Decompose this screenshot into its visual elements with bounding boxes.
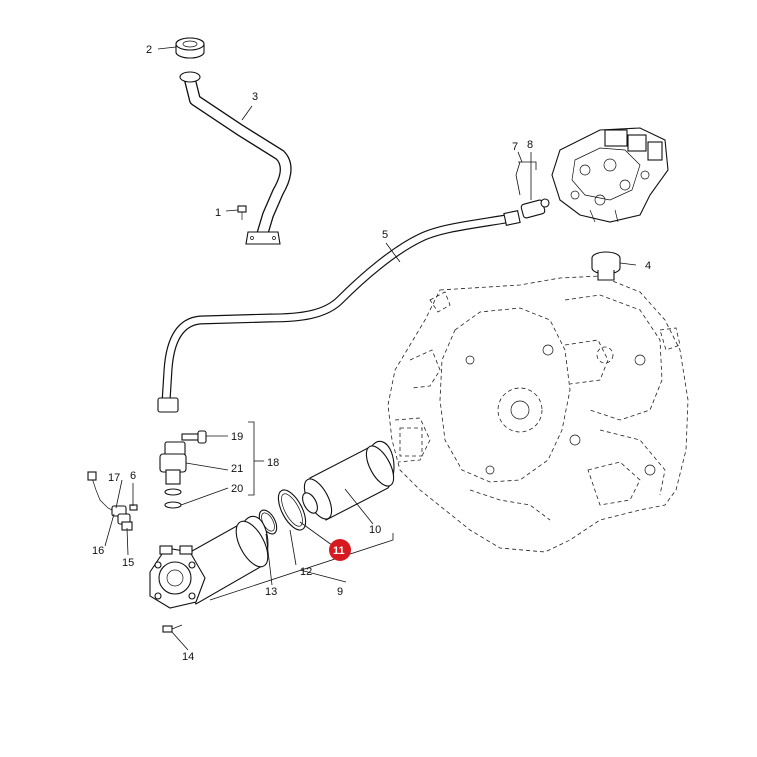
bolt-14	[162, 624, 183, 633]
adapter-assembly	[159, 430, 207, 509]
callout-3: 3	[252, 91, 258, 103]
callout-9: 9	[337, 586, 343, 598]
valve-block	[551, 127, 669, 223]
callout-labels: 1 2 3 4 5 6 7 8 9 10 11 12 13 14 15 16 1…	[92, 44, 651, 663]
callout-8: 8	[527, 139, 533, 151]
callout-13: 13	[265, 586, 277, 598]
callout-15: 15	[122, 557, 134, 569]
filter-element	[302, 440, 395, 521]
callout-18: 18	[267, 457, 279, 469]
callout-5: 5	[382, 229, 388, 241]
callout-6: 6	[130, 470, 136, 482]
filler-cap	[175, 37, 205, 59]
callout-10: 10	[369, 524, 381, 536]
callout-21: 21	[231, 463, 243, 475]
callout-2: 2	[146, 44, 152, 56]
callout-17: 17	[108, 472, 120, 484]
callout-7: 7	[512, 141, 518, 153]
callout-1: 1	[215, 207, 221, 219]
callout-11: 11	[333, 545, 345, 557]
sensor-assembly	[87, 471, 138, 531]
bolt-1	[237, 205, 247, 220]
callout-16: 16	[92, 545, 104, 557]
drain-plug	[591, 251, 621, 281]
fitting-8	[520, 198, 550, 219]
pipe-hose	[157, 210, 521, 413]
callout-12: 12	[300, 566, 312, 578]
transmission-housing	[387, 275, 689, 553]
callout-11-highlight[interactable]: 11	[329, 539, 351, 561]
callout-4: 4	[645, 260, 651, 272]
filler-tube	[179, 71, 292, 245]
callout-19: 19	[231, 431, 243, 443]
callout-20: 20	[231, 483, 243, 495]
filter-housing	[149, 515, 269, 609]
leader-lines	[104, 46, 637, 651]
callout-14: 14	[182, 651, 194, 663]
